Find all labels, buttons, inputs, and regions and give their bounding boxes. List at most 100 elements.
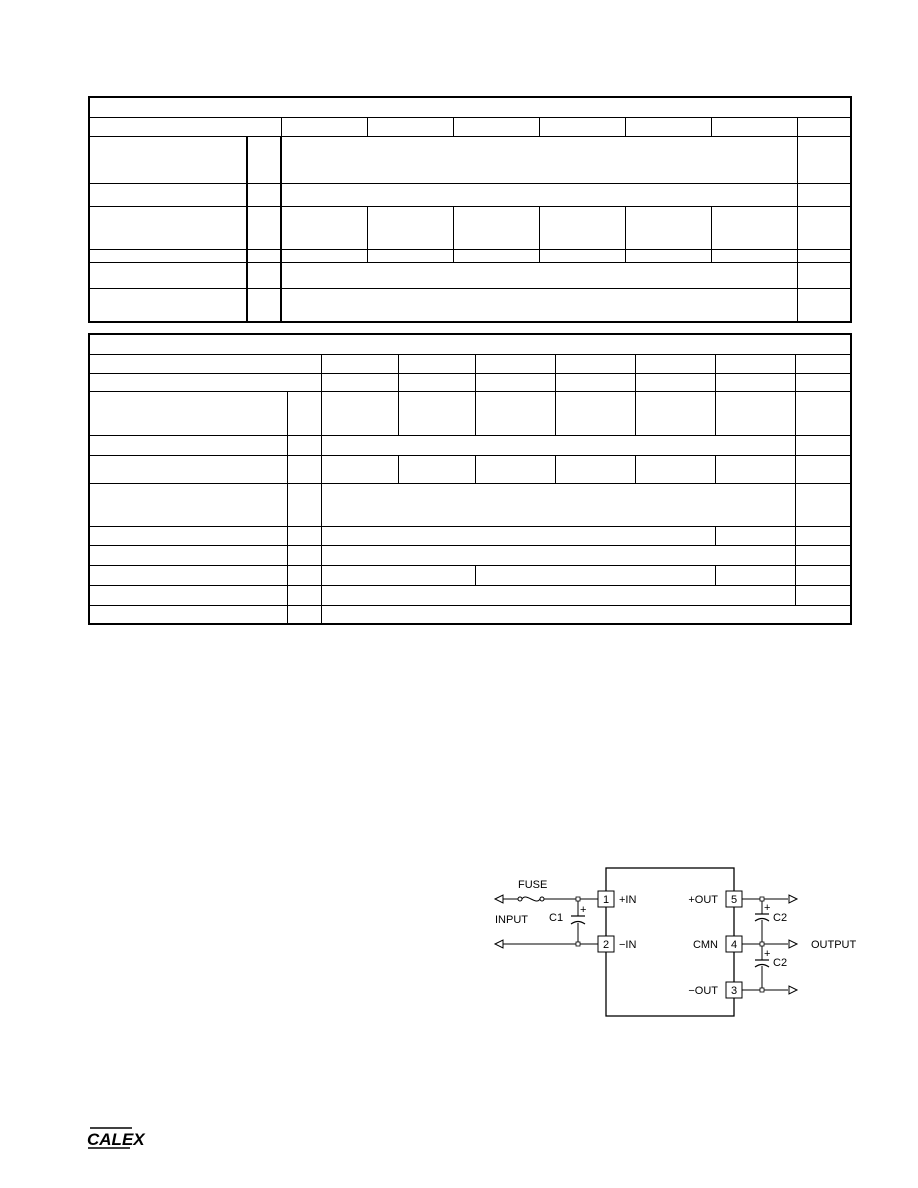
- table-1-param-cell: [90, 207, 248, 250]
- table-2-value-cell: [322, 436, 796, 456]
- capacitor-c1-icon: [570, 915, 586, 925]
- table-1-value-cell: [282, 263, 798, 289]
- table-1-unit-cell: [248, 263, 282, 289]
- fuse-label: FUSE: [518, 879, 547, 891]
- logo-text: CALEX: [87, 1130, 146, 1149]
- table-2-param-cell: [90, 392, 288, 436]
- table-1-model-cell: [626, 250, 712, 263]
- output-label: OUTPUT: [811, 939, 857, 951]
- table-2-model-cell: [399, 456, 476, 484]
- table-2-unit-cell: [288, 392, 322, 436]
- table-2-param-cell: [90, 606, 288, 623]
- c1-label: C1: [549, 912, 563, 924]
- table-2-value-cell: [322, 606, 850, 623]
- table-2-notes-cell: [796, 456, 850, 484]
- table-2-notes-cell: [796, 546, 850, 566]
- table-2-header-cell: [716, 355, 796, 374]
- table-2-model-cell: [399, 374, 476, 392]
- table-1-model-cell: [454, 207, 540, 250]
- table-1-model-cell: [282, 250, 368, 263]
- table-1-notes-cell: [798, 263, 850, 289]
- table-1-model-cell: [282, 207, 368, 250]
- table-1-header-cell: [282, 118, 368, 137]
- pin-name-minus-out: −OUT: [688, 985, 718, 997]
- table-2-model-cell: [716, 374, 796, 392]
- pin-number-5: 5: [731, 894, 737, 906]
- table-2-model-cell: [322, 456, 399, 484]
- table-1-notes-cell: [798, 137, 850, 184]
- table-1-param-cell: [90, 289, 248, 321]
- input-minus-terminal-arrow-icon: [493, 939, 504, 949]
- input-label: INPUT: [495, 914, 528, 926]
- table-2-header-cell: [322, 355, 399, 374]
- pin-name-cmn: CMN: [693, 939, 718, 951]
- junction-dot: [759, 896, 765, 902]
- pin-number-3: 3: [731, 985, 737, 997]
- table-2-model-cell: [556, 374, 636, 392]
- table-1-header-cell: [540, 118, 626, 137]
- table-1-model-cell: [368, 250, 454, 263]
- table-1-model-cell: [540, 250, 626, 263]
- table-1-param-cell: [90, 263, 248, 289]
- table-2-model-cell: [476, 374, 556, 392]
- output-common-terminal-arrow-icon: [788, 939, 799, 949]
- table-2-value-cell: [322, 586, 796, 606]
- table-2-value-cell: [322, 546, 796, 566]
- input-plus-terminal-arrow-icon: [493, 894, 504, 904]
- fuse-terminal-dot: [539, 896, 545, 902]
- table-2-unit-cell: [288, 546, 322, 566]
- table-2-unit-cell: [288, 527, 322, 546]
- junction-dot: [759, 987, 765, 993]
- table-2-param-cell: [90, 374, 322, 392]
- table-2-model-cell: [556, 392, 636, 436]
- table-1-model-cell: [712, 250, 798, 263]
- table-1-model-cell: [368, 207, 454, 250]
- c2-bottom-label: C2: [773, 957, 787, 969]
- table-2-notes-cell: [796, 484, 850, 527]
- table-2-header-cell: [556, 355, 636, 374]
- table-1-header-cell: [626, 118, 712, 137]
- table-1-value-cell: [282, 289, 798, 321]
- table-2-value-cell: [716, 566, 796, 586]
- table-2-notes-cell: [796, 374, 850, 392]
- table-1-header-cell: [90, 118, 282, 137]
- table-2-model-cell: [636, 456, 716, 484]
- table-2-param-cell: [90, 436, 288, 456]
- spec-table-1: [88, 96, 852, 323]
- table-1-unit-cell: [248, 289, 282, 321]
- table-1-model-cell: [454, 250, 540, 263]
- table-1-value-cell: [282, 184, 798, 207]
- table-2-param-cell: [90, 456, 288, 484]
- pin-number-1: 1: [603, 894, 609, 906]
- capacitor-c2-top-icon: [754, 913, 770, 922]
- table-2-notes-cell: [796, 392, 850, 436]
- table-1-model-cell: [540, 207, 626, 250]
- table-2-model-cell: [636, 392, 716, 436]
- junction-dot: [575, 896, 581, 902]
- table-2-notes-cell: [796, 566, 850, 586]
- table-1-param-cell: [90, 137, 248, 184]
- table-2-unit-cell: [288, 484, 322, 527]
- table-1-header-cell: [454, 118, 540, 137]
- junction-dot: [575, 941, 581, 947]
- calex-logo: CALEX: [87, 1127, 146, 1149]
- table-2-value-cell: [322, 484, 796, 527]
- table-2-value-cell: [716, 527, 796, 546]
- table-2-notes-cell: [796, 527, 850, 546]
- pin-name-plus-in: +IN: [619, 894, 636, 906]
- pin-number-4: 4: [731, 939, 737, 951]
- table-2-unit-cell: [288, 606, 322, 623]
- spec-table-2: [88, 333, 852, 625]
- table-2-header-cell: [476, 355, 556, 374]
- table-2-unit-cell: [288, 456, 322, 484]
- table-2-model-cell: [556, 456, 636, 484]
- table-2-model-cell: [636, 374, 716, 392]
- table-1-unit-cell: [248, 137, 282, 184]
- table-2-param-cell: [90, 527, 288, 546]
- table-2-model-cell: [476, 392, 556, 436]
- table-2-unit-cell: [288, 586, 322, 606]
- table-2-model-cell: [322, 392, 399, 436]
- table-1-header-cell: [368, 118, 454, 137]
- table-1-unit-cell: [248, 207, 282, 250]
- output-plus-terminal-arrow-icon: [788, 894, 799, 904]
